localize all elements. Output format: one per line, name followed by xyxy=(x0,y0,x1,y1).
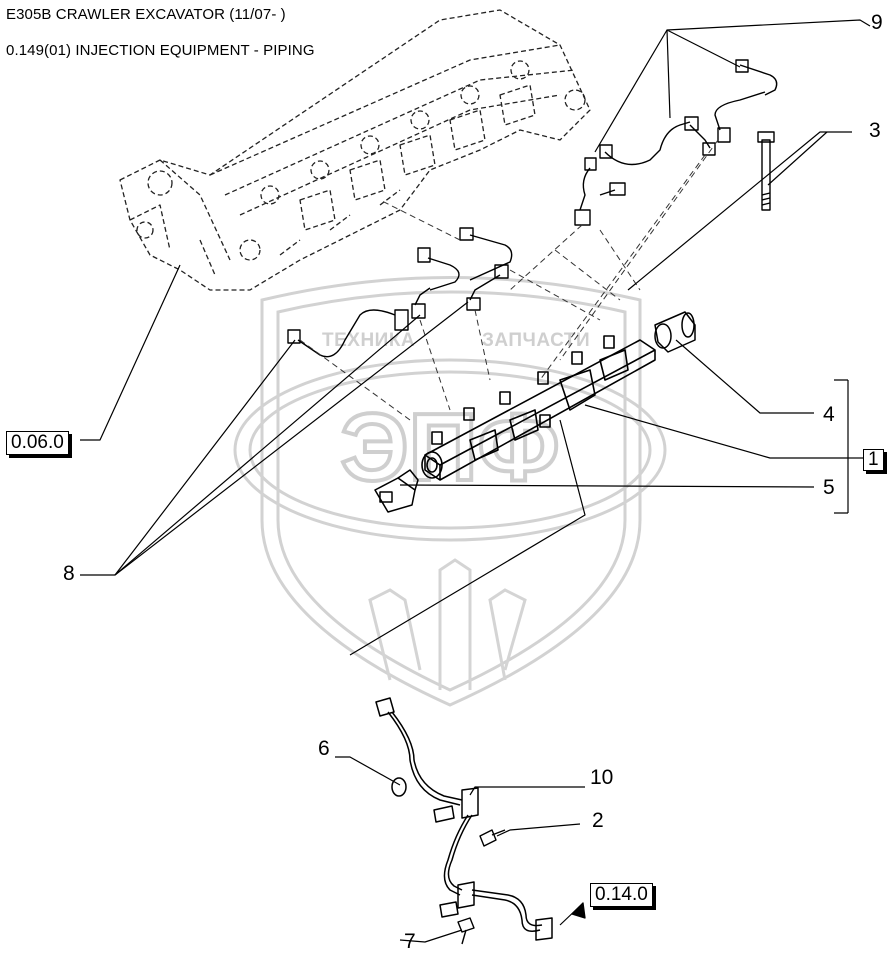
pump-reference-box[interactable]: 0.14.0 xyxy=(590,883,653,907)
callout-8[interactable]: 8 xyxy=(63,562,75,585)
callout-5[interactable]: 5 xyxy=(823,476,835,499)
screw-item-7 xyxy=(457,917,475,945)
callout-2[interactable]: 2 xyxy=(592,809,604,832)
watermark-text-right: ЗАПЧАСТИ xyxy=(482,330,591,351)
washer-item-6 xyxy=(391,777,407,797)
engine-reference-box[interactable]: 0.06.0 xyxy=(6,431,69,455)
diagram-subtitle: 0.149(01) INJECTION EQUIPMENT - PIPING xyxy=(6,42,315,59)
watermark-logo-text: ЭПФ xyxy=(340,394,559,501)
screw-item-2 xyxy=(479,829,506,847)
callout-4[interactable]: 4 xyxy=(823,403,835,426)
screw-item-3 xyxy=(757,131,775,211)
callout-10[interactable]: 10 xyxy=(590,766,614,789)
callout-3[interactable]: 3 xyxy=(869,119,881,142)
callout-9[interactable]: 9 xyxy=(871,11,883,34)
pressure-sensor xyxy=(374,469,419,513)
lower-fuel-pipe xyxy=(375,697,553,941)
engine-block xyxy=(119,9,591,291)
pressure-relief-valve xyxy=(654,311,696,353)
group-marker-1[interactable]: 1 xyxy=(863,449,884,471)
injector-pipes-front xyxy=(287,227,513,358)
injector-pipes-rear xyxy=(574,59,778,226)
callout-7[interactable]: 7 xyxy=(404,930,416,953)
watermark-text-left: ТЕХНИКА xyxy=(322,330,416,351)
arrow-to-pump-ref xyxy=(571,902,586,919)
common-rail xyxy=(421,335,656,481)
callout-6[interactable]: 6 xyxy=(318,737,330,760)
diagram-title: E305B CRAWLER EXCAVATOR (11/07- ) xyxy=(6,6,286,23)
